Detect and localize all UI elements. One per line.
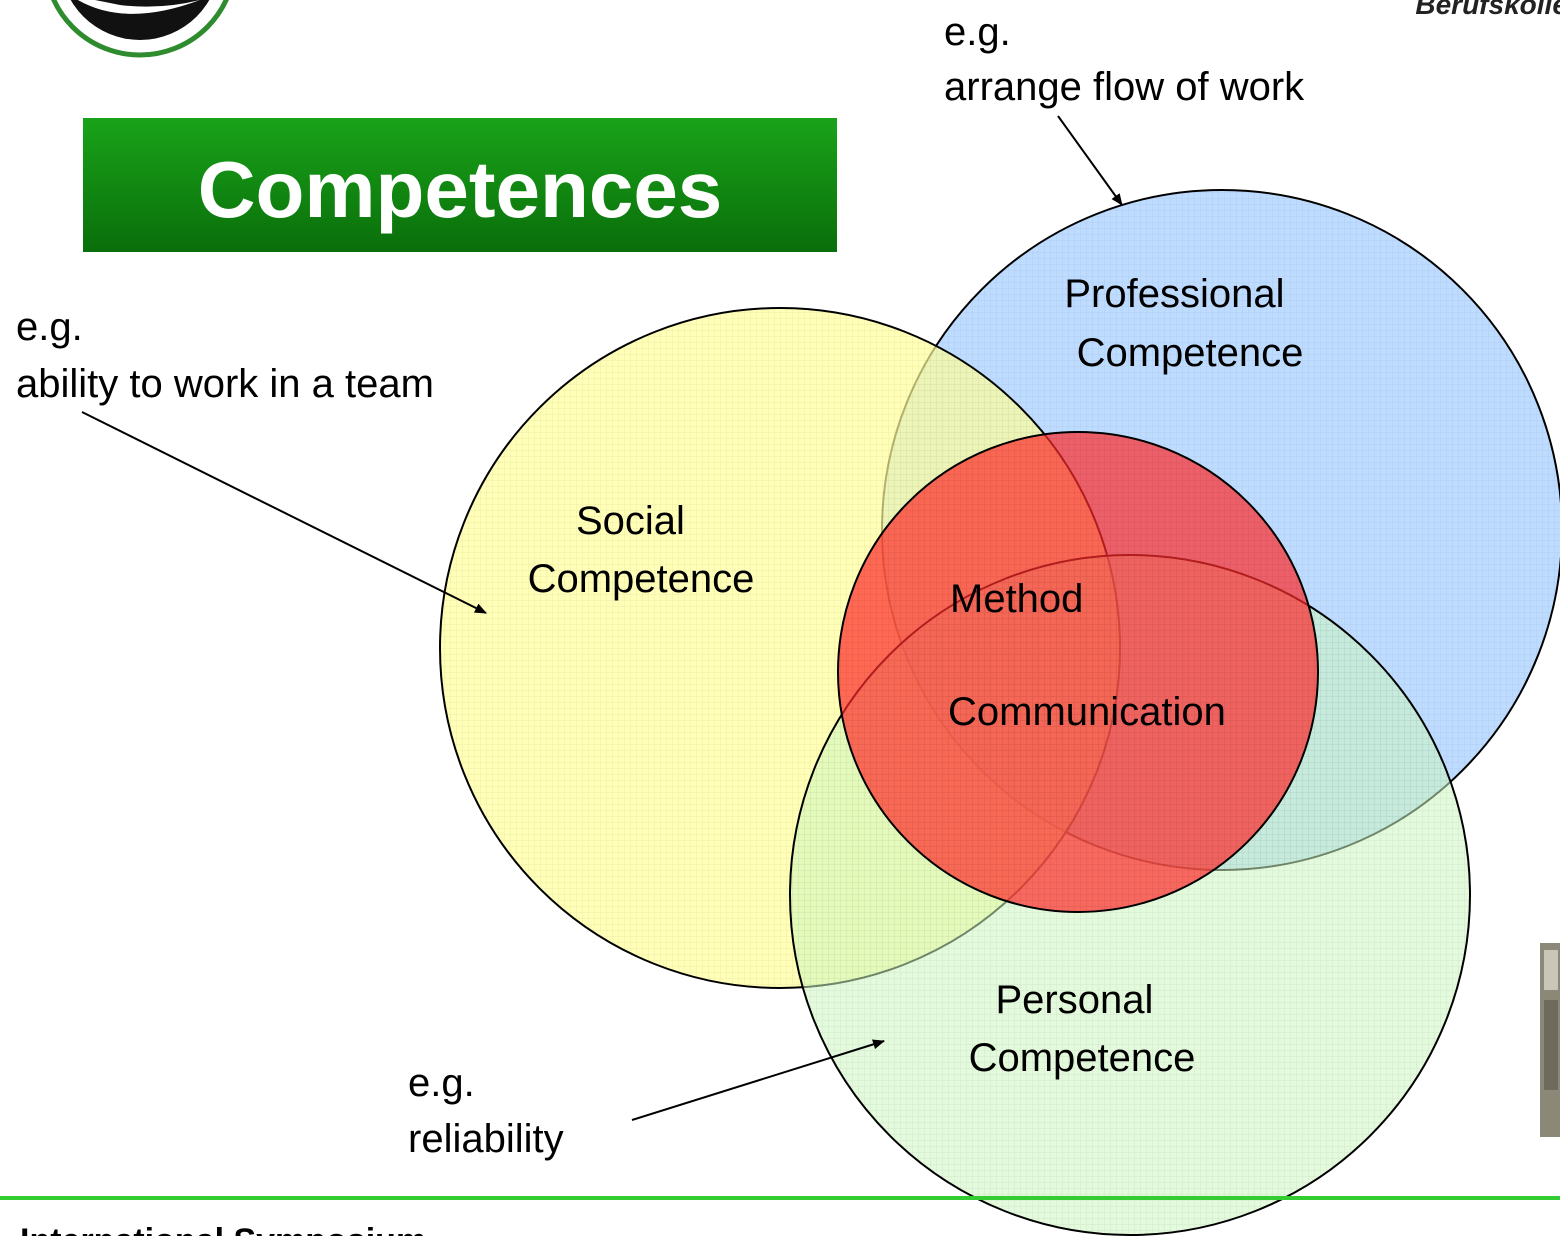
personal-example-prefix: e.g. (408, 1061, 475, 1105)
communication-label: Communication (948, 690, 1226, 734)
personal-label-line2: Competence (969, 1036, 1196, 1080)
logo-text: Berufskolleg (1415, 0, 1560, 20)
professional-label-line1: Professional (1064, 272, 1284, 316)
social-label-line1: Social (576, 499, 685, 543)
photo-thumbnail (1540, 943, 1560, 1137)
social-example-prefix: e.g. (16, 305, 83, 349)
professional-example-arrow (1057, 115, 1123, 206)
professional-example-text: arrange flow of work (944, 65, 1305, 109)
social-label-line2: Competence (528, 557, 755, 601)
method-communication-circle (837, 431, 1319, 913)
personal-example-arrow (631, 1039, 885, 1121)
page-title: Competences (198, 145, 723, 234)
personal-label-line1: Personal (996, 978, 1154, 1022)
personal-example-text: reliability (408, 1117, 564, 1161)
personal-label: Personal Competence (969, 978, 1196, 1080)
social-example-text: ability to work in a team (16, 362, 434, 406)
social-label: Social Competence (528, 499, 755, 601)
social-example-arrow (81, 411, 487, 614)
method-label: Method (950, 577, 1083, 621)
professional-example-prefix: e.g. (944, 10, 1011, 54)
footer-text: International Symposium (20, 1222, 426, 1236)
professional-label-line2: Competence (1077, 331, 1304, 375)
social-example: e.g. ability to work in a team (16, 305, 434, 406)
school-logo (51, 0, 229, 58)
professional-label: Professional Competence (1064, 272, 1303, 375)
professional-example: e.g. arrange flow of work (944, 10, 1305, 109)
title-banner: Competences (83, 118, 837, 252)
personal-example: e.g. reliability (408, 1061, 564, 1161)
